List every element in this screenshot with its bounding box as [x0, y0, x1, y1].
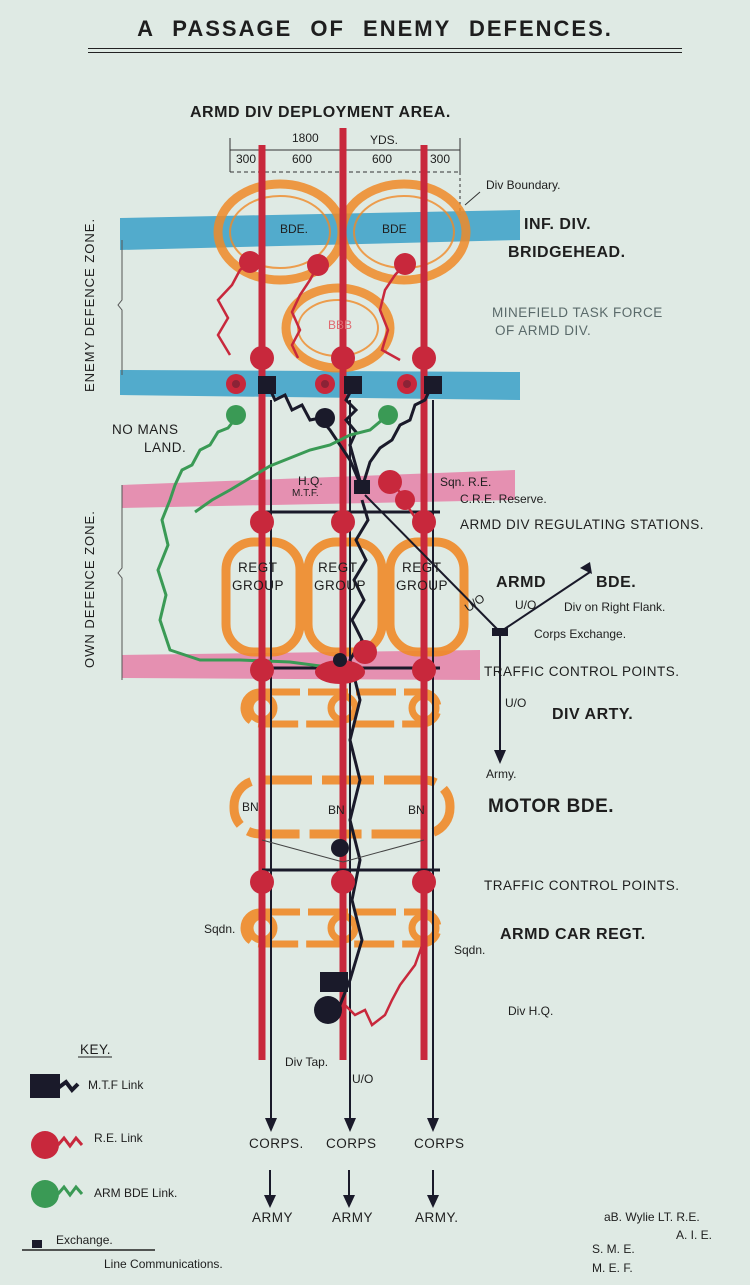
- bde-label-2: BDE: [382, 222, 407, 236]
- regt-group-3-a: REGT: [402, 560, 442, 575]
- army-label-3: ARMY.: [415, 1210, 459, 1225]
- uo-label-3: U/O: [505, 696, 527, 710]
- sqdn-label-left: Sqdn.: [204, 922, 236, 936]
- sqdn-label-right: Sqdn.: [454, 943, 486, 957]
- bn-label-2: BN: [328, 803, 345, 817]
- armd-label: ARMD: [496, 574, 546, 591]
- title-underline: [88, 48, 682, 53]
- key-exchange: Exchange.: [56, 1233, 113, 1247]
- page-title: A PASSAGE OF ENEMY DEFENCES.: [137, 16, 613, 41]
- corps-label-2: CORPS: [326, 1136, 377, 1151]
- regulating-label: ARMD DIV REGULATING STATIONS.: [460, 517, 705, 532]
- bn-label-3: BN: [408, 803, 425, 817]
- regt-group-2-b: GROUP: [314, 578, 367, 593]
- own-front-band: [122, 470, 515, 508]
- div-arty-label: DIV ARTY.: [552, 706, 634, 723]
- key-arm-bde-link: ARM BDE Link.: [94, 1186, 178, 1200]
- arrowheads: [264, 562, 592, 1208]
- div-right-flank-label: Div on Right Flank.: [564, 600, 666, 614]
- dim-unit: YDS.: [370, 133, 399, 147]
- regt-group-2-a: REGT: [318, 560, 358, 575]
- enemy-zone-label: ENEMY DEFENCE ZONE.: [82, 217, 97, 392]
- minefield-label-1: MINEFIELD TASK FORCE: [492, 305, 663, 320]
- traffic-band: [122, 650, 480, 680]
- army-label-2: ARMY: [332, 1210, 374, 1225]
- bridgehead-label: BRIDGEHEAD.: [508, 244, 626, 261]
- corps-exchange-label: Corps Exchange.: [534, 627, 627, 641]
- minefield-label-2: OF ARMD DIV.: [495, 323, 592, 338]
- cre-reserve-label: C.R.E. Reserve.: [460, 492, 547, 506]
- credit-line-3: S. M. E.: [592, 1242, 635, 1256]
- key-symbols: [22, 1056, 155, 1251]
- uo-label-4: U/O: [352, 1072, 374, 1086]
- re-axes: [258, 128, 428, 1060]
- inf-div-label: INF. DIV.: [524, 216, 592, 233]
- armd-car-regt-label: ARMD CAR REGT.: [500, 926, 646, 943]
- credit-line-4: M. E. F.: [592, 1261, 633, 1275]
- bbb-label: BBB: [328, 318, 353, 332]
- hq-label: H.Q.: [298, 474, 323, 488]
- uo-label-2: U/O: [515, 598, 537, 612]
- sqn-re-label: Sqn. R.E.: [440, 475, 492, 489]
- own-zone-label: OWN DEFENCE ZONE.: [82, 510, 97, 668]
- mtf-label: M.T.F.: [292, 488, 319, 499]
- bde-label-1: BDE.: [280, 222, 309, 236]
- traffic-hub: [315, 660, 365, 684]
- bde-flank-label: BDE.: [596, 574, 637, 591]
- arm-bde-links: [156, 413, 389, 670]
- credit-line-2: A. I. E.: [676, 1228, 713, 1242]
- zone-braces: [117, 240, 123, 680]
- re-nodes: [226, 251, 436, 894]
- no-mans-land-2: LAND.: [144, 440, 187, 455]
- regt-group-1-a: REGT: [238, 560, 278, 575]
- army-label-1: ARMY: [252, 1210, 294, 1225]
- traffic-points-1: TRAFFIC CONTROL POINTS.: [484, 664, 680, 679]
- credit-line-1: aB. Wylie LT. R.E.: [604, 1210, 700, 1224]
- army-small-label: Army.: [486, 767, 517, 781]
- dim-seg-2: 600: [292, 152, 313, 166]
- regt-group-3-b: GROUP: [396, 578, 449, 593]
- corps-label-3: CORPS: [414, 1136, 465, 1151]
- motor-bde-label: MOTOR BDE.: [488, 796, 615, 817]
- div-tap-label: Div Tap.: [285, 1055, 329, 1069]
- deployment-area-label: ARMD DIV DEPLOYMENT AREA.: [190, 104, 451, 121]
- div-boundary-label: Div Boundary.: [486, 178, 561, 192]
- key-re-link: R.E. Link: [94, 1131, 143, 1145]
- dim-seg-1: 300: [236, 152, 257, 166]
- div-hq-label: Div H.Q.: [508, 1004, 554, 1018]
- mtf-nodes: [258, 376, 442, 1024]
- traffic-points-2: TRAFFIC CONTROL POINTS.: [484, 878, 680, 893]
- key-title: KEY.: [80, 1042, 112, 1057]
- no-mans-land-1: NO MANS: [112, 422, 179, 437]
- dim-seg-4: 300: [430, 152, 451, 166]
- key-mtf-link: M.T.F Link: [88, 1078, 144, 1092]
- regt-group-1-b: GROUP: [232, 578, 285, 593]
- dim-seg-3: 600: [372, 152, 393, 166]
- dim-total: 1800: [292, 131, 319, 145]
- key-line-comms: Line Communications.: [104, 1257, 223, 1271]
- corps-label-1: CORPS.: [249, 1136, 304, 1151]
- bn-label-1: BN: [242, 800, 259, 814]
